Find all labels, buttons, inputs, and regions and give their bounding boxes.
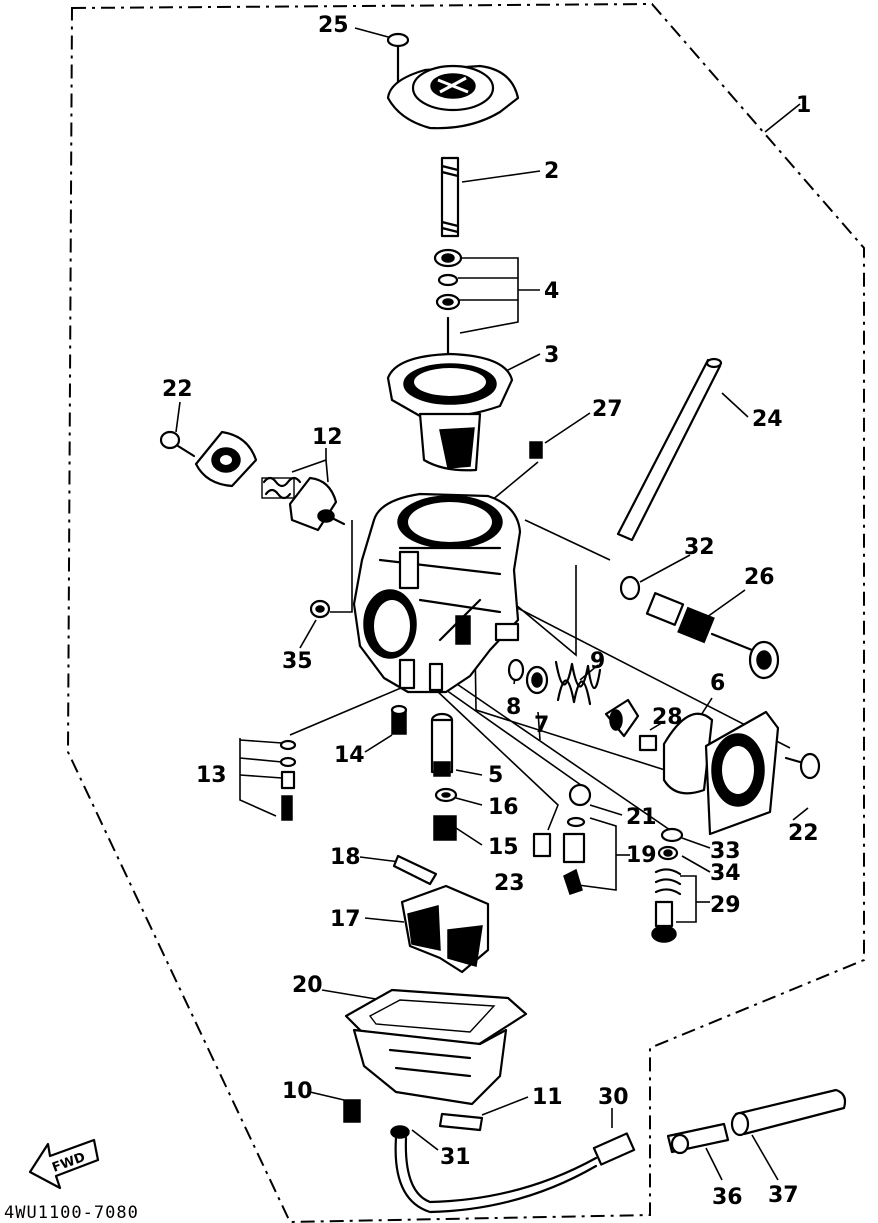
callout-22-left: 22	[162, 377, 193, 402]
callout-32: 32	[684, 535, 715, 560]
callout-4: 4	[544, 279, 559, 304]
callout-7: 7	[534, 713, 549, 738]
callout-1: 1	[796, 93, 811, 118]
part-hose-30	[390, 1125, 636, 1214]
part-tube-24	[616, 357, 723, 542]
callout-28: 28	[652, 705, 683, 730]
part-screw-22-right	[784, 752, 821, 780]
callout-36: 36	[712, 1185, 743, 1210]
part-spring-9	[554, 660, 602, 706]
diagram-code: 4WU1100-7080	[4, 1203, 139, 1223]
callout-21: 21	[626, 805, 657, 830]
part-oring-32	[619, 575, 641, 601]
callout-33: 33	[710, 839, 741, 864]
callout-3: 3	[544, 343, 559, 368]
part-washer-34	[657, 845, 679, 861]
part-spring-29	[651, 868, 682, 943]
callout-26: 26	[744, 565, 775, 590]
callout-22-right: 22	[788, 821, 819, 846]
part-needle-set-4	[433, 248, 463, 397]
part-screw-10	[343, 1099, 361, 1123]
part-drain-screw-11	[438, 1112, 484, 1132]
part-float-17	[400, 884, 490, 974]
part-diaphragm-3	[386, 352, 514, 472]
callout-31: 31	[440, 1145, 471, 1170]
leader-lines	[175, 27, 809, 1181]
part-cap-21	[568, 783, 592, 807]
callout-23: 23	[494, 871, 525, 896]
part-washer-8	[507, 658, 525, 682]
callout-13: 13	[196, 763, 227, 788]
part-jet-14	[390, 704, 408, 735]
fwd-arrow-icon: FWD	[28, 1138, 100, 1190]
part-carburetor-body	[352, 492, 522, 694]
callout-37: 37	[768, 1183, 799, 1208]
part-screw-18	[392, 854, 438, 886]
part-plunger-26	[645, 592, 780, 680]
callout-2: 2	[544, 159, 559, 184]
part-fitting-36	[666, 1122, 730, 1155]
callout-labels: 1 2 3 4 5 6 7 8 9 10 11 12 13 14 15 16 1…	[162, 13, 819, 1210]
callout-6: 6	[710, 671, 725, 696]
callout-25: 25	[318, 13, 349, 38]
part-needle-jet-5	[430, 712, 454, 777]
part-top-cover	[386, 64, 520, 130]
part-plug-27	[529, 441, 543, 459]
callout-11: 11	[532, 1085, 563, 1110]
part-washer-16	[434, 787, 458, 803]
callout-17: 17	[330, 907, 361, 932]
part-valve-19	[562, 816, 586, 895]
callout-8: 8	[506, 695, 521, 720]
callout-34: 34	[710, 861, 741, 886]
assembly-boundary	[66, 2, 865, 1223]
part-spring-12	[261, 476, 346, 532]
part-float-bowl	[352, 1028, 508, 1106]
callout-15: 15	[488, 835, 519, 860]
callout-5: 5	[488, 763, 503, 788]
part-ring-7	[525, 665, 549, 695]
part-cover-plate	[704, 710, 780, 836]
callout-12: 12	[312, 425, 343, 450]
callout-9: 9	[590, 649, 605, 674]
part-pump-cover	[194, 430, 258, 488]
part-bracket-28	[604, 698, 658, 752]
callout-16: 16	[488, 795, 519, 820]
callout-19: 19	[626, 843, 657, 868]
part-pilot-screw-13	[279, 739, 297, 821]
callout-14: 14	[334, 743, 365, 768]
callout-24: 24	[752, 407, 783, 432]
callout-27: 27	[592, 397, 623, 422]
callout-30: 30	[598, 1085, 629, 1110]
part-screw-22-left	[159, 430, 196, 458]
callout-29: 29	[710, 893, 741, 918]
part-spring-2	[440, 156, 460, 238]
part-hose-37	[730, 1088, 847, 1137]
part-nut-35	[309, 599, 331, 619]
callout-35: 35	[282, 649, 313, 674]
callout-20: 20	[292, 973, 323, 998]
part-holder-15	[433, 815, 457, 841]
part-oring-33	[660, 827, 684, 843]
callout-10: 10	[282, 1079, 313, 1104]
part-jet-23	[532, 832, 552, 858]
callout-18: 18	[330, 845, 361, 870]
